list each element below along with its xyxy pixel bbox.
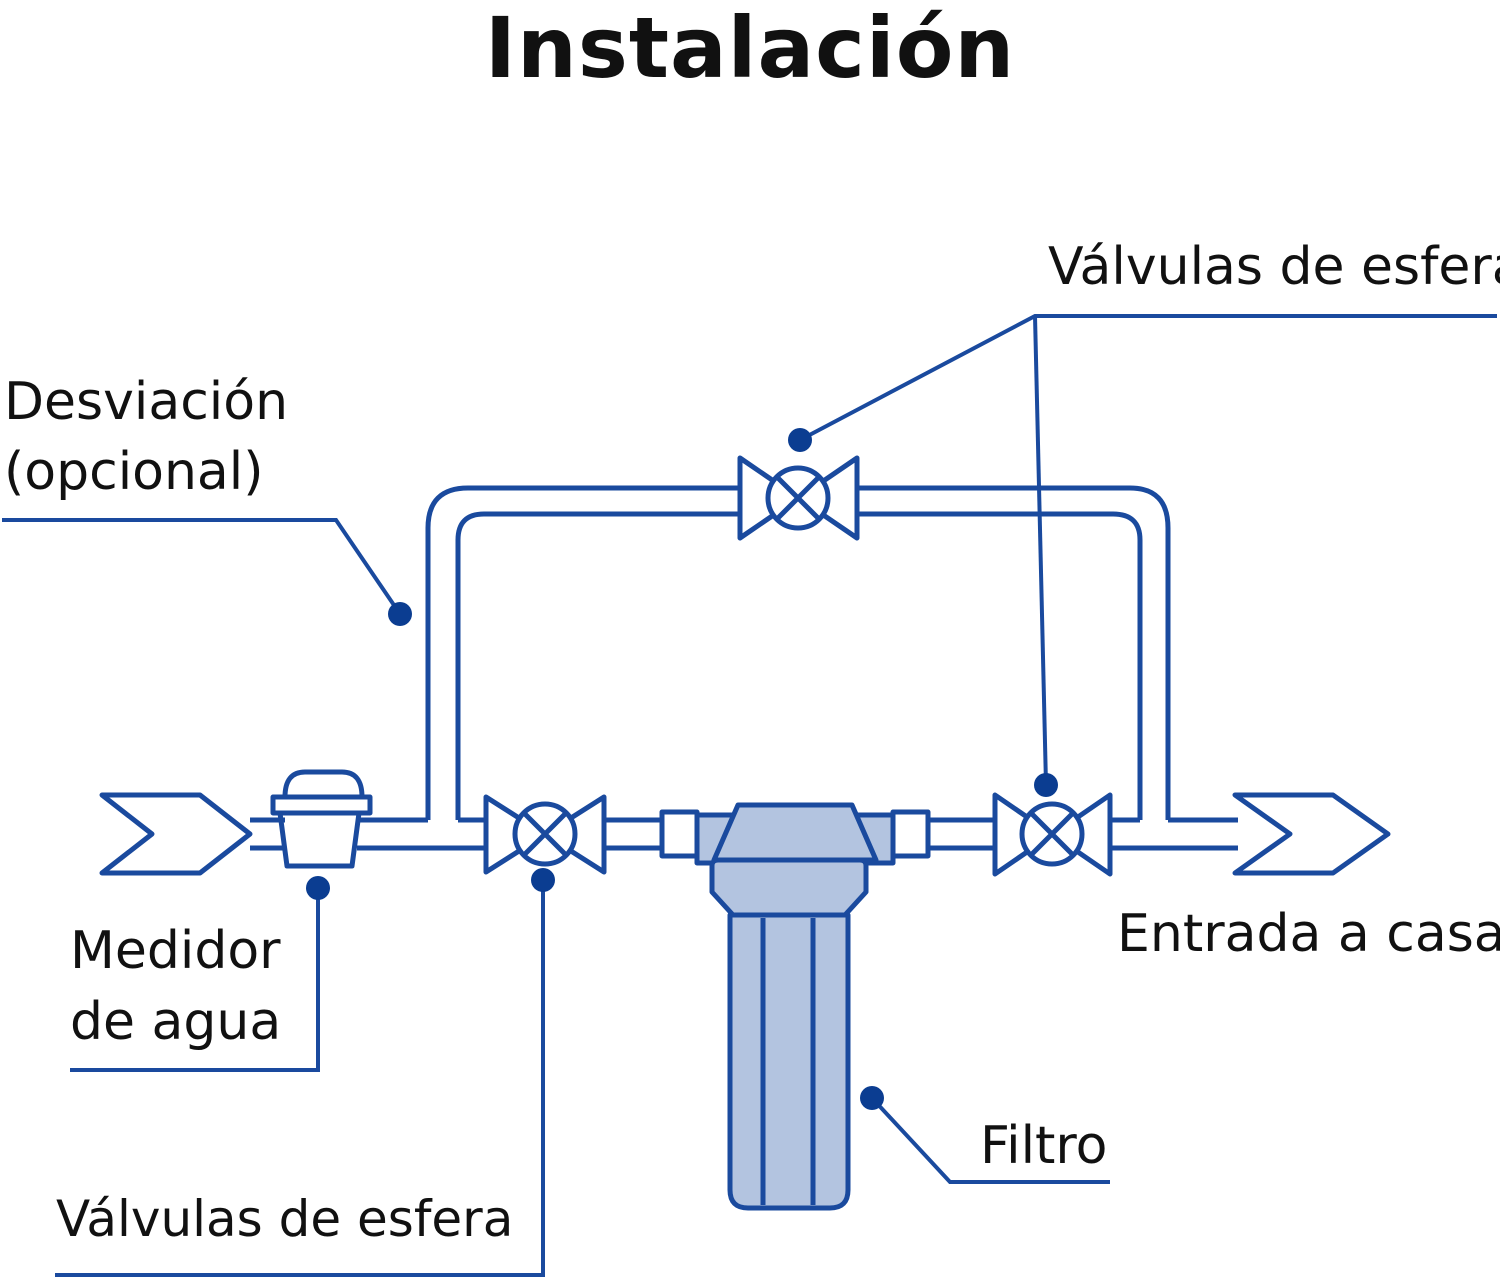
callout-dot-filter xyxy=(860,1086,884,1110)
outlet-arrow-icon xyxy=(1232,792,1391,876)
label-house-inlet: Entrada a casa xyxy=(1117,904,1500,964)
callout-dot-meter xyxy=(306,876,330,900)
filter-housing-icon xyxy=(694,802,896,1211)
label-bottom-valves: Válvulas de esfera xyxy=(56,1190,514,1248)
callout-dot-bypass xyxy=(388,602,412,626)
label-filter: Filtro xyxy=(980,1116,1108,1176)
ball-valve-icon xyxy=(737,455,860,541)
filter-inlet-connector xyxy=(659,809,700,859)
label-bypass-line1: Desviación xyxy=(4,372,289,432)
callout-dot-bottom-valve xyxy=(531,868,555,892)
label-meter-line2: de agua xyxy=(70,992,282,1052)
callout-line-bottom-valves xyxy=(55,880,545,1277)
label-bypass-line2: (opcional) xyxy=(4,442,264,502)
inlet-arrow-icon xyxy=(99,792,253,876)
callout-line-meter xyxy=(70,888,320,1072)
callout-line-top-valves xyxy=(799,314,1497,442)
callout-line-top-valves-right xyxy=(1033,315,1048,786)
callout-dot-top-valve xyxy=(788,428,812,452)
ball-valve-icon xyxy=(483,794,607,875)
label-meter-line1: Medidor xyxy=(70,921,281,981)
callout-line-bypass xyxy=(2,518,402,616)
page-title: Instalación xyxy=(484,0,1016,97)
bypass-pipe-inner xyxy=(455,511,1143,820)
water-meter-icon xyxy=(270,769,373,869)
ball-valve-icon xyxy=(992,792,1113,877)
bypass-pipe-outer xyxy=(425,485,1171,820)
label-top-valves: Válvulas de esfera xyxy=(1048,237,1500,297)
callout-line-filter xyxy=(870,1096,1110,1184)
callout-dot-right-valve xyxy=(1034,773,1058,797)
filter-outlet-connector xyxy=(890,809,931,859)
